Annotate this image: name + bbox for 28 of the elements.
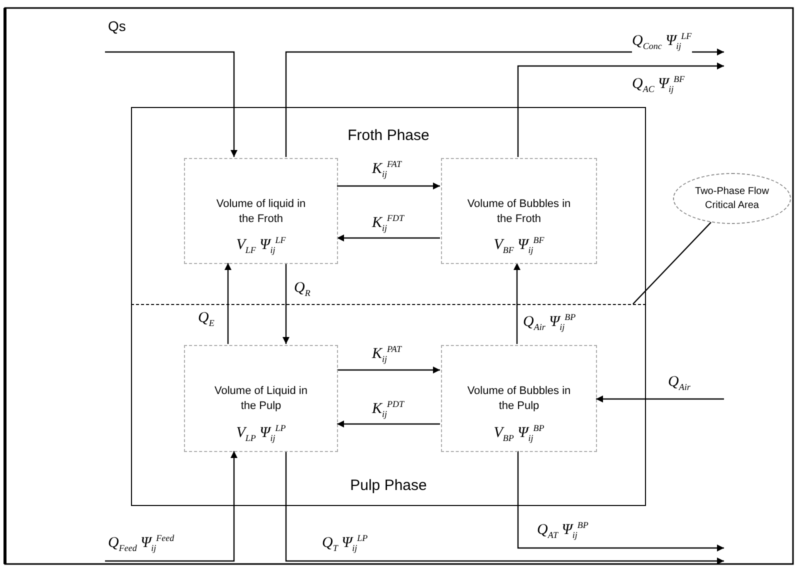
arrow xyxy=(337,420,440,428)
node-label: Two-Phase Flow Critical Area xyxy=(694,184,770,212)
arrow xyxy=(596,396,724,402)
arrow xyxy=(337,182,440,190)
arrow xyxy=(285,48,724,157)
node-label: Volume of Bubbles in the Froth xyxy=(467,197,571,227)
arrow xyxy=(514,263,520,344)
arrow xyxy=(105,51,238,157)
arrow xyxy=(105,451,238,562)
arrow xyxy=(224,263,232,344)
arrow xyxy=(517,62,724,157)
arrow xyxy=(517,451,724,552)
leader-line xyxy=(632,222,712,304)
edge-label: Qs xyxy=(108,18,126,34)
node-label: Volume of liquid in the Froth xyxy=(215,197,307,227)
arrow xyxy=(282,263,290,344)
volume-box xyxy=(184,345,338,452)
volume-box xyxy=(184,158,338,264)
volume-box xyxy=(441,345,597,452)
arrow xyxy=(285,451,724,564)
node-label: Volume of Bubbles in the Pulp xyxy=(467,384,571,414)
phase-title: Pulp Phase xyxy=(350,477,427,494)
phase-title: Froth Phase xyxy=(348,127,430,144)
volume-box xyxy=(441,158,597,264)
arrow xyxy=(337,234,440,242)
node-label: Volume of Liquid in the Pulp xyxy=(214,384,308,414)
callout-ellipse xyxy=(673,173,791,224)
arrow xyxy=(337,366,440,374)
